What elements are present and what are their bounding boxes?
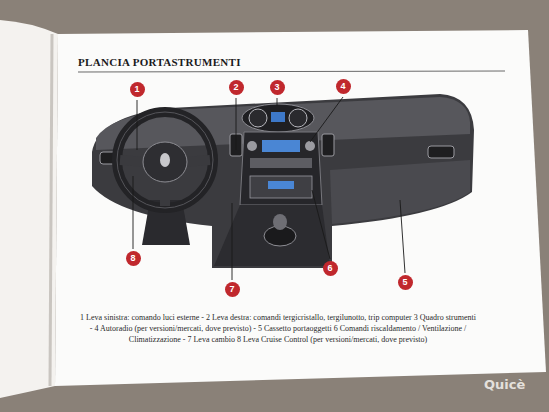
gear-knob <box>273 214 287 230</box>
leader-line <box>312 190 330 259</box>
page-title: PLANCIA PORTASTRUMENTI <box>78 56 241 68</box>
gauge <box>249 109 267 127</box>
callout-number: 4 <box>336 79 351 94</box>
callout-text: 1 <box>134 85 139 94</box>
title-rule <box>78 71 505 72</box>
figure-caption: 1 Leva sinistra: comando luci esterne - … <box>78 312 478 345</box>
leader-line <box>277 98 278 106</box>
cluster-display <box>271 112 285 122</box>
callout-text: 4 <box>340 82 345 91</box>
callout-text: 5 <box>402 278 407 287</box>
vent <box>428 146 454 158</box>
callout-number: 7 <box>225 282 240 297</box>
leader-line <box>400 200 405 273</box>
page-gutter <box>50 34 52 386</box>
knob <box>305 141 315 151</box>
leader-line <box>133 176 134 249</box>
gauge <box>289 109 307 127</box>
callout-number: 3 <box>270 80 285 95</box>
callout-text: 2 <box>233 83 238 92</box>
left-page <box>0 20 58 398</box>
dashboard <box>92 94 474 268</box>
glovebox <box>330 160 470 224</box>
knob <box>247 141 257 151</box>
callout-number: 2 <box>229 80 244 95</box>
leader-line <box>232 203 233 280</box>
callout-number: 8 <box>126 251 141 266</box>
center-stack <box>240 132 322 205</box>
vent <box>322 134 334 156</box>
callout-text: 6 <box>327 264 332 273</box>
callout-text: 7 <box>229 285 234 294</box>
console <box>214 205 330 266</box>
callout-text: 3 <box>274 83 279 92</box>
radio-display <box>262 140 300 152</box>
steering-rim <box>117 112 213 208</box>
wheel-hub <box>143 142 187 182</box>
callout-number: 6 <box>323 261 338 276</box>
steering-wheel <box>117 112 213 208</box>
leader-lines <box>133 97 405 280</box>
page <box>55 30 546 386</box>
watermark: Quicè <box>484 377 525 392</box>
instrument-cluster <box>242 104 314 132</box>
leader-line <box>310 97 343 142</box>
leader-line <box>137 100 138 150</box>
radio-buttons <box>250 158 312 168</box>
climate-display <box>268 181 294 189</box>
callout-text: 8 <box>130 254 135 263</box>
leader-line <box>236 98 237 150</box>
callout-number: 5 <box>398 275 413 290</box>
emblem <box>160 153 170 167</box>
callout-number: 1 <box>130 82 145 97</box>
climate-panel <box>250 176 312 198</box>
